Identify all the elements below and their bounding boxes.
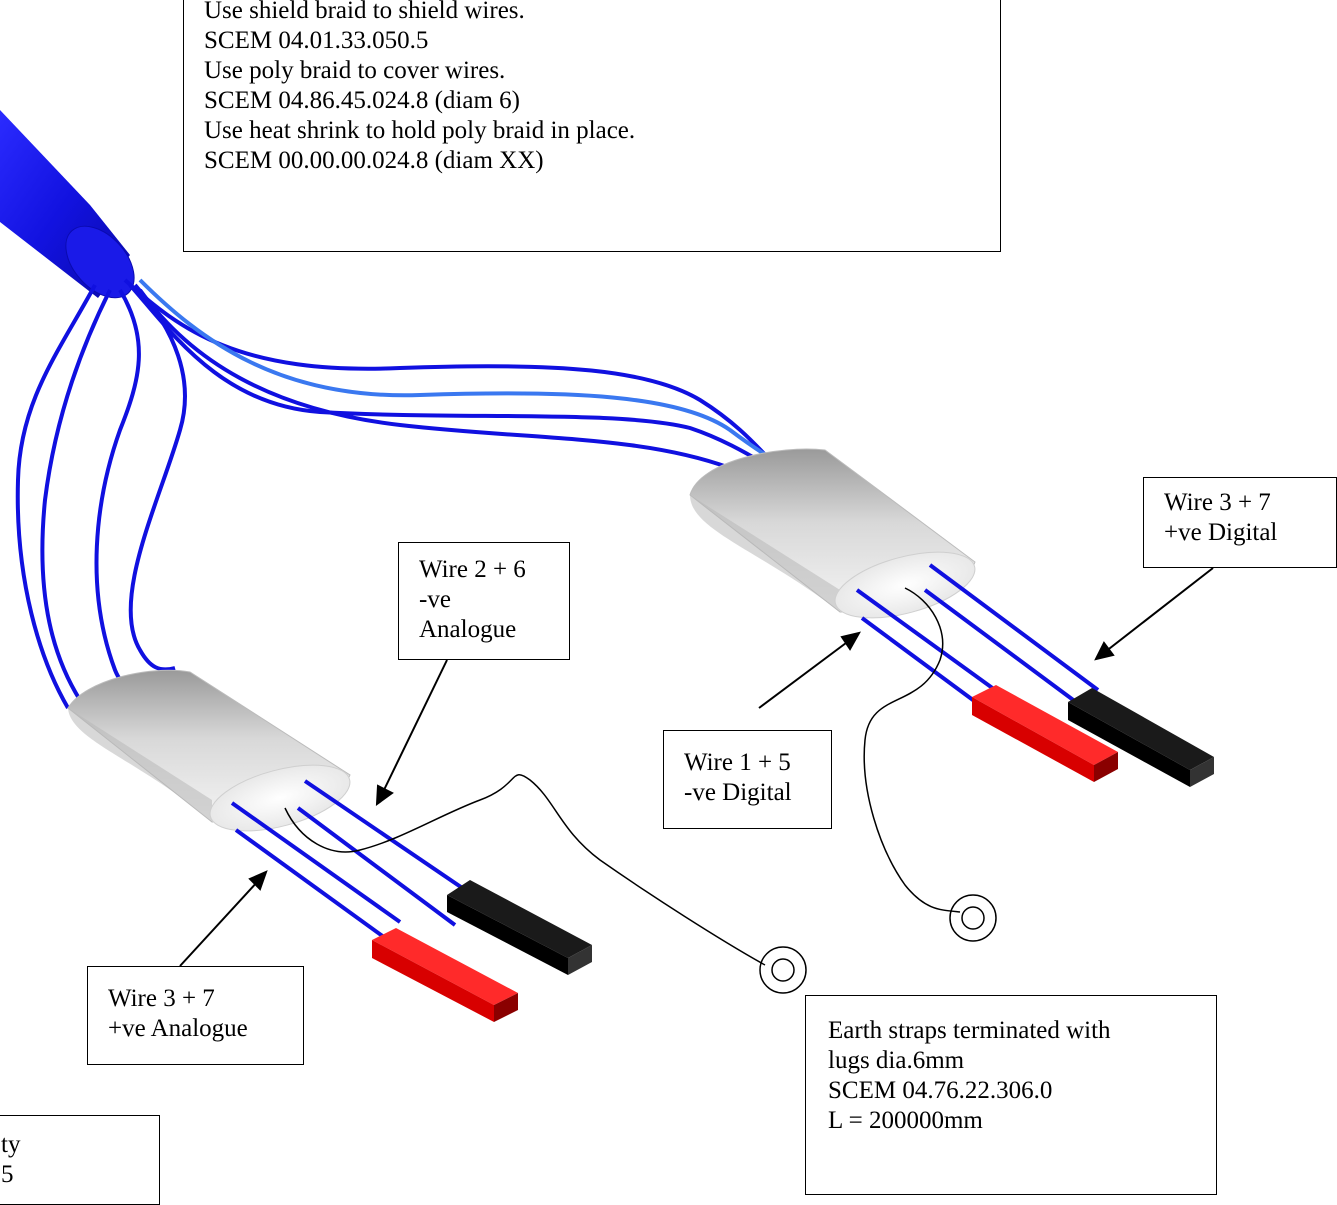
leader-arrows (179, 567, 1214, 967)
analogue-output-wires (230, 779, 482, 942)
main-cable (0, 110, 135, 299)
spec-line: SCEM 04.01.33.050.5 (204, 27, 429, 54)
label-wire-1-5: Wire 1 + 5 -ve Digital (663, 730, 832, 829)
digital-sleeve (689, 448, 976, 619)
label-wire-3-7-analogue: Wire 3 + 7 +ve Analogue (87, 966, 304, 1065)
label-line: lugs dia.6mm (828, 1047, 965, 1074)
earth-strap-analogue (284, 774, 766, 966)
digital-red-terminal (972, 685, 1118, 782)
spec-line: Use heat shrink to hold poly braid in pl… (204, 117, 636, 144)
spec-line: Use poly braid to cover wires. (204, 57, 506, 84)
spec-line: SCEM 00.00.00.024.8 (diam XX) (204, 147, 544, 174)
label-line: SCEM 04.76.22.306.0 (828, 1077, 1053, 1104)
earth-strap-digital (863, 587, 961, 913)
label-line: -ve (419, 586, 451, 613)
analogue-red-terminal (372, 928, 518, 1022)
analogue-black-terminal (447, 880, 592, 975)
wires-to-digital-sleeve (123, 278, 784, 470)
label-line: Earth straps terminated with (828, 1017, 1111, 1044)
spec-line: Use shield braid to shield wires. (204, 0, 525, 24)
earth-lug-digital-icon (949, 894, 997, 942)
digital-black-terminal (1068, 688, 1214, 787)
label-line: 5 (1, 1161, 14, 1188)
label-wire-2-6: Wire 2 + 6 -ve Analogue (398, 542, 570, 660)
label-line: +ve Digital (1164, 519, 1278, 546)
spec-line: SCEM 04.86.45.024.8 (diam 6) (204, 87, 520, 114)
label-line: L = 200000mm (828, 1107, 983, 1134)
label-line: Analogue (419, 616, 517, 643)
label-line: Wire 3 + 7 (1164, 489, 1271, 516)
label-earth-straps: Earth straps terminated with lugs dia.6m… (805, 995, 1217, 1195)
label-line: -ve Digital (684, 779, 792, 806)
label-line: ty (1, 1131, 21, 1158)
label-line: Wire 1 + 5 (684, 749, 791, 776)
wires-to-analogue-sleeve (15, 283, 187, 710)
label-wire-3-7-digital: Wire 3 + 7 +ve Digital (1143, 477, 1337, 568)
label-line: +ve Analogue (108, 1015, 248, 1042)
label-partial-box: ty 5 (0, 1115, 160, 1205)
earth-lug-analogue-icon (759, 946, 807, 994)
label-line: Wire 3 + 7 (108, 985, 215, 1012)
spec-note-box: Use shield braid to shield wires. SCEM 0… (183, 0, 1001, 252)
label-line: Wire 2 + 6 (419, 556, 526, 583)
